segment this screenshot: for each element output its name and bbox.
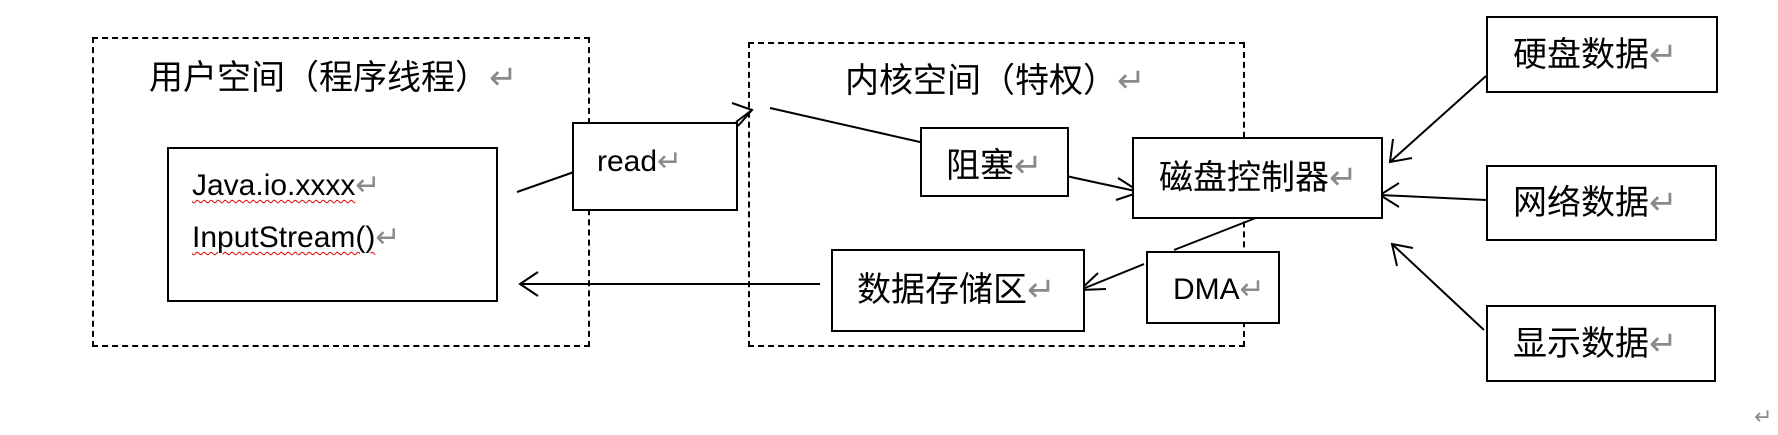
data-buffer-box bbox=[831, 249, 1085, 332]
display-data-box bbox=[1486, 305, 1716, 382]
paragraph-return-mark: ↵ bbox=[1754, 405, 1773, 430]
disk-controller-box bbox=[1132, 137, 1383, 219]
return-mark: ↵ bbox=[1239, 272, 1265, 307]
return-mark: ↵ bbox=[355, 168, 381, 203]
network-data-label: 网络数据↵ bbox=[1513, 183, 1678, 223]
user-space-title: 用户空间（程序线程）↵ bbox=[149, 58, 518, 98]
disk-controller-label: 磁盘控制器↵ bbox=[1159, 158, 1358, 198]
program-box bbox=[167, 147, 498, 302]
read-label: read↵ bbox=[597, 144, 683, 179]
kernel-space-title: 内核空间（特权）↵ bbox=[845, 61, 1146, 101]
code-line-1: Java.io.xxxx↵ bbox=[192, 168, 381, 203]
return-mark: ↵ bbox=[1014, 146, 1043, 186]
return-mark: ↵ bbox=[375, 220, 401, 255]
return-mark: ↵ bbox=[1117, 61, 1146, 101]
dma-label: DMA↵ bbox=[1173, 272, 1265, 307]
network-data-box bbox=[1486, 165, 1717, 241]
block-box bbox=[920, 127, 1069, 197]
data-buffer-label: 数据存储区↵ bbox=[857, 270, 1056, 310]
code-line-2: InputStream()↵ bbox=[192, 220, 401, 255]
block-label: 阻塞↵ bbox=[946, 146, 1043, 186]
return-mark: ↵ bbox=[657, 144, 683, 179]
return-mark: ↵ bbox=[1329, 158, 1358, 198]
disk-data-box bbox=[1486, 16, 1718, 93]
dma-box bbox=[1146, 251, 1280, 324]
return-mark: ↵ bbox=[1027, 270, 1056, 310]
return-mark: ↵ bbox=[1649, 183, 1678, 223]
disk-data-label: 硬盘数据↵ bbox=[1513, 35, 1678, 75]
return-mark: ↵ bbox=[489, 58, 518, 98]
return-mark: ↵ bbox=[1649, 35, 1678, 75]
return-mark: ↵ bbox=[1649, 324, 1678, 364]
read-box bbox=[572, 122, 738, 211]
display-data-label: 显示数据↵ bbox=[1513, 324, 1678, 364]
